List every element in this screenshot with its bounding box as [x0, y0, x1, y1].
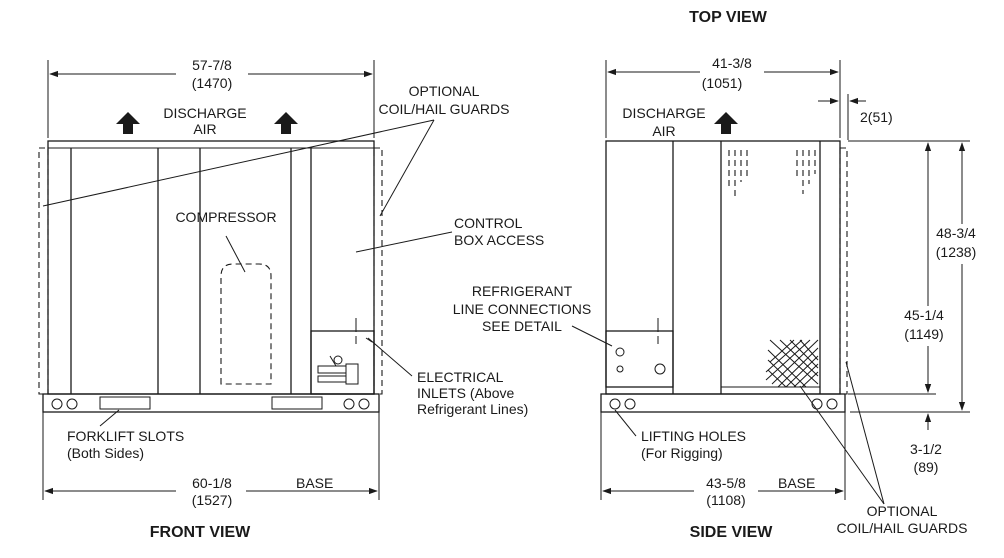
- side-height-dimensions: 48-3/4 (1238) 45-1/4 (1149) 3-1/2 (89): [848, 140, 979, 475]
- front-width-value: 57-7/8: [192, 57, 232, 73]
- lifting-holes-label: LIFTING HOLES: [641, 428, 746, 444]
- total-height-mm: (1238): [936, 244, 976, 260]
- side-offset-dimension: 2(51): [818, 94, 893, 140]
- front-base-width-value: 60-1/8: [192, 475, 232, 491]
- side-optional-guards-label-2: COIL/HAIL GUARDS: [837, 520, 968, 536]
- refrigerant-connections-label-2: LINE CONNECTIONS: [453, 301, 591, 317]
- front-hail-guard-right: [373, 147, 383, 395]
- coil-crosshatch: [765, 339, 819, 388]
- front-cabinet: [38, 140, 383, 395]
- side-base: 43-5/8 (1108) BASE: [600, 393, 846, 508]
- control-box-access-label-2: BOX ACCESS: [454, 232, 544, 248]
- side-view: 41-3/8 (1051) 2(51) DISCHARGE AIR: [453, 55, 979, 536]
- refrigerant-fittings-icon: [317, 355, 359, 385]
- compressor-label: COMPRESSOR: [175, 209, 276, 225]
- side-cabinet: [605, 140, 848, 395]
- front-base-label: BASE: [296, 475, 333, 491]
- control-box: [310, 330, 375, 395]
- forklift-slots-label: FORKLIFT SLOTS: [67, 428, 184, 444]
- side-view-title: SIDE VIEW: [690, 524, 774, 541]
- front-view: 57-7/8 (1470) DISCHARGE AIR: [38, 57, 544, 508]
- side-base-width-mm: (1108): [706, 492, 745, 508]
- lifting-holes-label-2: (For Rigging): [641, 445, 723, 461]
- side-base-width-value: 43-5/8: [706, 475, 746, 491]
- discharge-arrow-icon: [116, 112, 140, 134]
- refrigerant-connections-label: REFRIGERANT: [472, 283, 573, 299]
- total-height-value: 48-3/4: [936, 225, 976, 241]
- front-width-mm: (1470): [192, 75, 232, 91]
- front-base-width-mm: (1527): [192, 492, 232, 508]
- side-discharge-label: DISCHARGE: [622, 105, 705, 121]
- forklift-slot: [99, 396, 151, 410]
- discharge-arrow-icon: [714, 112, 738, 134]
- cabinet-height-mm: (1149): [904, 326, 943, 342]
- front-discharge-label: DISCHARGE: [163, 105, 246, 121]
- side-optional-guards-label: OPTIONAL: [867, 503, 938, 519]
- side-width-mm: (1051): [702, 75, 742, 91]
- front-discharge-label-2: AIR: [193, 121, 216, 137]
- side-discharge-label-2: AIR: [652, 123, 675, 139]
- base-height-mm: (89): [914, 459, 939, 475]
- side-control-box: [605, 330, 674, 388]
- electrical-inlets-label: ELECTRICAL: [417, 369, 504, 385]
- control-box-access-label: CONTROL: [454, 215, 523, 231]
- side-base-label: BASE: [778, 475, 815, 491]
- compressor-outline: [220, 263, 272, 385]
- front-base: 60-1/8 (1527) BASE: [42, 393, 380, 508]
- base-height-value: 3-1/2: [910, 441, 942, 457]
- refrigerant-connections-label-3: SEE DETAIL: [482, 318, 562, 334]
- side-width-value: 41-3/8: [712, 55, 752, 71]
- front-discharge-arrows: DISCHARGE AIR: [116, 105, 298, 137]
- electrical-inlets-label-2: INLETS (Above: [417, 385, 514, 401]
- side-hail-guard: [839, 147, 848, 395]
- front-width-dimension: 57-7/8 (1470): [47, 57, 375, 138]
- discharge-arrow-icon: [274, 112, 298, 134]
- coil-fins: [728, 150, 816, 196]
- front-view-title: FRONT VIEW: [150, 524, 251, 541]
- electrical-inlets-label-3: Refrigerant Lines): [417, 401, 528, 417]
- side-width-dimension: 41-3/8 (1051): [605, 55, 841, 138]
- top-view-title: TOP VIEW: [689, 9, 768, 26]
- front-optional-guards-label: OPTIONAL: [409, 83, 480, 99]
- cabinet-height-value: 45-1/4: [904, 307, 944, 323]
- side-offset-value: 2(51): [860, 109, 893, 125]
- forklift-slots-label-2: (Both Sides): [67, 445, 144, 461]
- forklift-slot: [271, 396, 323, 410]
- front-hail-guard-left: [38, 147, 49, 395]
- front-optional-guards-label-2: COIL/HAIL GUARDS: [379, 101, 510, 117]
